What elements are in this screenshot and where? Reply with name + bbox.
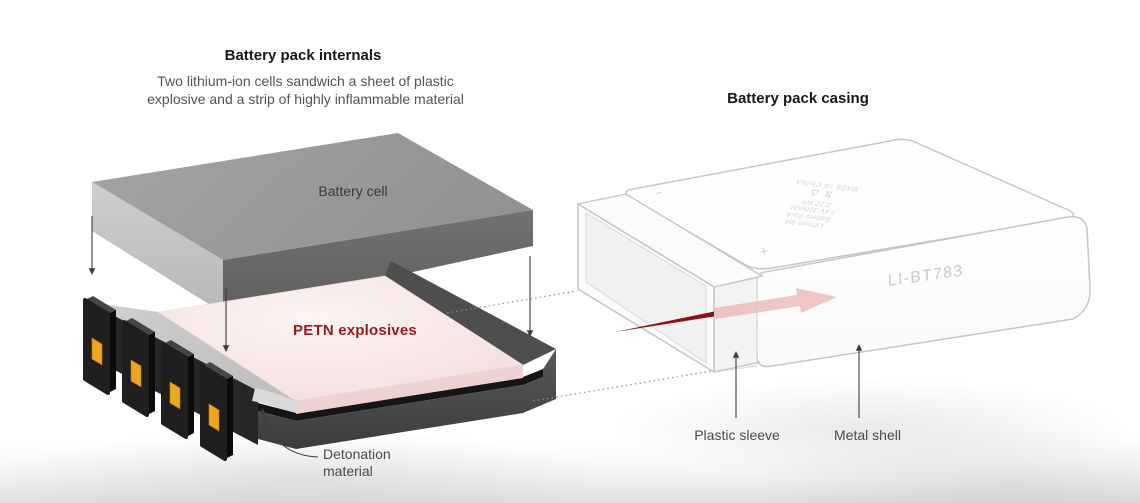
- gold-contact-2: [130, 359, 142, 388]
- left-panel-title: Battery pack internals: [224, 47, 382, 64]
- recycle-icon: [812, 189, 821, 196]
- insertion-arrow-red: [615, 311, 714, 332]
- casing-print-block: Lithium Ion Battery Pack 7.4V 300mAh 2.2…: [745, 174, 888, 234]
- alignment-dotted-line-upper: [446, 290, 578, 314]
- terminal-tab-2: [122, 318, 155, 417]
- crossed-out-bin-icon: [825, 190, 833, 199]
- detonation-leader-line: [260, 408, 319, 458]
- battery-cell-label: Battery cell: [318, 183, 388, 199]
- insertion-arrow-pink: [714, 288, 837, 319]
- gold-contact-1: [91, 337, 103, 366]
- plastic-sleeve-bottom-edge: [713, 361, 761, 373]
- casing-print-icons: [762, 182, 882, 204]
- left-panel-subtitle: Two lithium-ion cells sandwich a sheet o…: [147, 73, 464, 108]
- terminal-tab-3: [161, 340, 194, 439]
- battery-cell-right-face: [223, 210, 533, 313]
- petn-sheet-front-face: [296, 365, 523, 414]
- petn-explosives-label: PETN explosives: [293, 322, 417, 339]
- plastic-sleeve-inner-wall: [585, 212, 707, 365]
- battery-cell-top-face: [92, 133, 533, 260]
- lower-cell-front-bulge: [252, 388, 296, 414]
- battery-cell-left-face: [92, 182, 223, 313]
- plastic-sleeve-label: Plastic sleeve: [694, 427, 780, 443]
- lower-cell-dark-front-face: [258, 349, 556, 449]
- alignment-dotted-line-lower: [532, 370, 713, 402]
- terminal-tab-1: [83, 296, 116, 395]
- detonation-material-label: Detonation material: [323, 446, 391, 479]
- terminal-tab-4: [200, 362, 233, 461]
- lower-cell-top-sliver: [385, 261, 556, 365]
- bottom-gradient: [0, 432, 1140, 503]
- gold-contact-4: [208, 403, 220, 432]
- right-panel-title: Battery pack casing: [727, 90, 869, 107]
- gold-contact-3: [169, 381, 181, 410]
- metal-shell-label: Metal shell: [834, 427, 901, 443]
